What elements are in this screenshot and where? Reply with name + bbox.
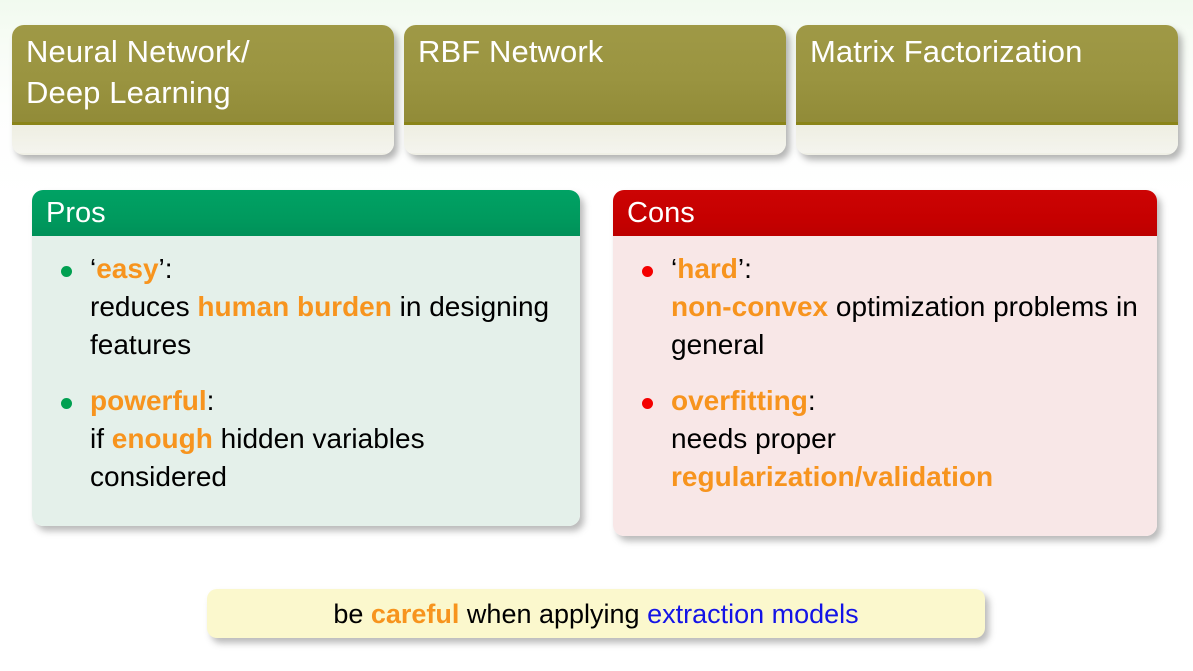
- bullet-detail-post: in designing features: [90, 291, 550, 360]
- bullet-lead: overfitting: [671, 385, 808, 416]
- cons-bullet-list: ‘hard’: non-convex optimization problems…: [629, 250, 1141, 496]
- model-box-neural-network[interactable]: Neural Network/ Deep Learning: [12, 25, 394, 155]
- list-item: powerful: if enough hidden variables con…: [48, 382, 564, 496]
- bullet-detail-pre: reduces: [90, 291, 198, 322]
- bullet-dot-icon: [61, 266, 72, 277]
- list-item: ‘hard’: non-convex optimization problems…: [629, 250, 1141, 364]
- banner-text-link: extraction models: [647, 598, 859, 629]
- model-box-footer: [12, 125, 394, 153]
- cons-panel-title: Cons: [627, 197, 695, 229]
- banner-text-highlight: careful: [370, 598, 460, 629]
- quote-close: ’: [737, 253, 745, 284]
- bullet-detail-pre: needs proper: [671, 423, 837, 454]
- takeaway-banner-text: be careful when applying extraction mode…: [333, 599, 858, 629]
- quote-open: ‘: [671, 253, 678, 284]
- bullet-detail-pre: if: [90, 423, 112, 454]
- model-box-rbf-network[interactable]: RBF Network: [404, 25, 786, 155]
- bullet-lead: hard: [677, 253, 738, 284]
- cons-panel-header: Cons: [613, 190, 1157, 236]
- pros-bullet-list: ‘easy’: reduces human burden in designin…: [48, 250, 564, 496]
- quote-open: ‘: [90, 253, 97, 284]
- model-box-footer: [796, 125, 1178, 153]
- pros-panel: Pros ‘easy’: reduces human burden in des…: [32, 190, 580, 526]
- bullet-detail-highlight: non-convex: [671, 291, 829, 322]
- bullet-lead: easy: [96, 253, 159, 284]
- model-box-header: RBF Network: [404, 25, 786, 125]
- bullet-detail-highlight: enough: [111, 423, 213, 454]
- bullet-lead: powerful: [90, 385, 207, 416]
- cons-panel: Cons ‘hard’: non-convex optimization pro…: [613, 190, 1157, 536]
- model-box-title: Matrix Factorization: [810, 34, 1083, 69]
- bullet-lead-suffix: :: [164, 253, 173, 284]
- model-box-header: Matrix Factorization: [796, 25, 1178, 125]
- model-box-footer: [404, 125, 786, 153]
- quote-close: ’: [158, 253, 165, 284]
- model-box-title: RBF Network: [418, 34, 604, 69]
- pros-panel-title: Pros: [46, 197, 106, 229]
- bullet-detail-highlight: human burden: [197, 291, 392, 322]
- bullet-dot-icon: [642, 266, 653, 277]
- bullet-detail-post: optimization problems in general: [671, 291, 1138, 360]
- takeaway-banner: be careful when applying extraction mode…: [207, 589, 985, 638]
- model-box-title: Neural Network/ Deep Learning: [26, 34, 250, 110]
- banner-text-mid: when applying: [459, 598, 648, 629]
- bullet-lead-suffix: :: [807, 385, 816, 416]
- pros-panel-header: Pros: [32, 190, 580, 236]
- cons-panel-body: ‘hard’: non-convex optimization problems…: [613, 236, 1157, 536]
- bullet-detail-post: hidden variables considered: [90, 423, 425, 492]
- model-box-header: Neural Network/ Deep Learning: [12, 25, 394, 125]
- list-item: overfitting: needs proper regularization…: [629, 382, 1141, 496]
- bullet-detail-highlight: regularization/validation: [671, 461, 994, 492]
- bullet-dot-icon: [61, 398, 72, 409]
- banner-text-pre: be: [333, 598, 371, 629]
- list-item: ‘easy’: reduces human burden in designin…: [48, 250, 564, 364]
- bullet-dot-icon: [642, 398, 653, 409]
- bullet-lead-suffix: :: [206, 385, 215, 416]
- bullet-lead-suffix: :: [744, 253, 752, 284]
- pros-panel-body: ‘easy’: reduces human burden in designin…: [32, 236, 580, 526]
- model-box-matrix-factorization[interactable]: Matrix Factorization: [796, 25, 1178, 155]
